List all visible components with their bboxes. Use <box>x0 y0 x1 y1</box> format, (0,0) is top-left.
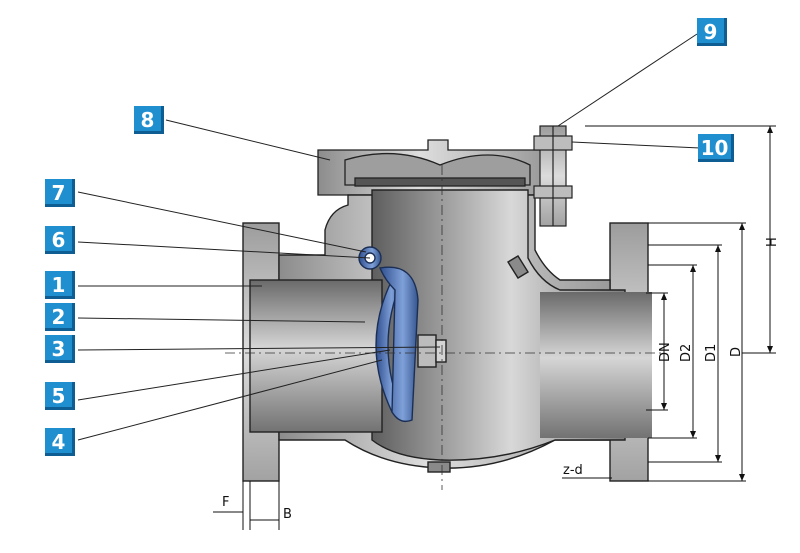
callout-5: 5 <box>45 382 75 410</box>
dimension-lines <box>213 125 776 530</box>
dim-d1-label: D1 <box>704 344 719 362</box>
callout-9: 9 <box>697 18 727 46</box>
callout-1: 1 <box>45 271 75 299</box>
dim-f-label: F <box>222 495 229 510</box>
leader-lines <box>77 33 701 441</box>
callout-4: 4 <box>45 428 75 456</box>
dim-zd-label: z-d <box>563 463 583 478</box>
arrowheads <box>661 126 773 481</box>
dim-b-label: B <box>283 507 292 522</box>
callout-10: 10 <box>698 134 734 162</box>
dim-d-label: D <box>729 347 744 357</box>
dim-dn-label: DN <box>658 342 673 362</box>
callout-2: 2 <box>45 303 75 331</box>
callout-3: 3 <box>45 335 75 363</box>
dim-h-label: H <box>765 237 780 247</box>
callout-8: 8 <box>134 106 164 134</box>
valve-body <box>242 189 652 482</box>
valve-cover <box>317 139 546 196</box>
dim-d2-label: D2 <box>679 344 694 362</box>
swing-disc <box>358 246 447 423</box>
callout-6: 6 <box>45 226 75 254</box>
center-lines <box>225 165 665 490</box>
bolt-assembly <box>533 125 573 227</box>
callout-7: 7 <box>45 179 75 207</box>
